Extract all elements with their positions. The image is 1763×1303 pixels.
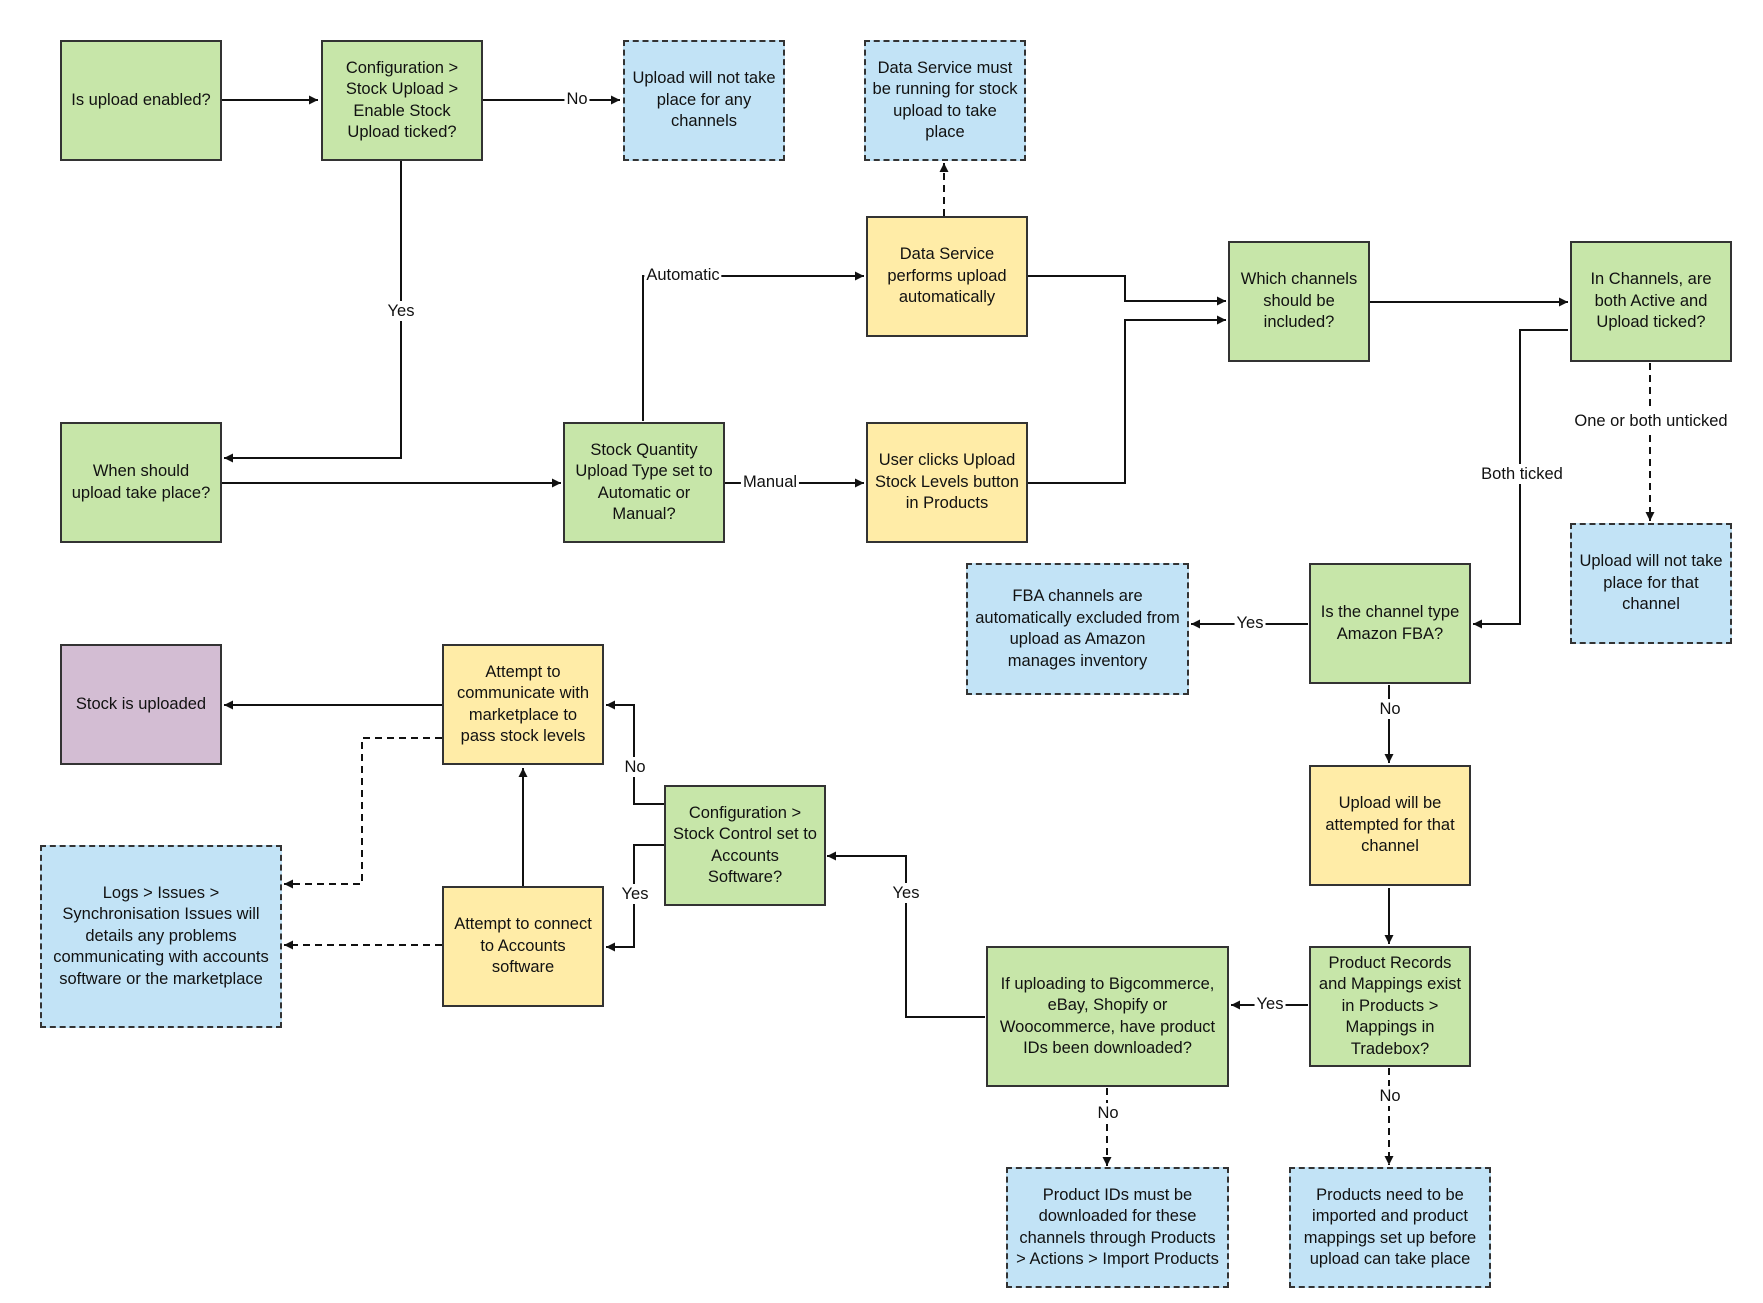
decision-is-upload-enabled: Is upload enabled?: [60, 40, 222, 161]
note-product-ids-must-download: Product IDs must be downloaded for these…: [1006, 1167, 1229, 1288]
edge-label-automatic: Automatic: [644, 265, 722, 285]
note-fba-excluded: FBA channels are automatically excluded …: [966, 563, 1189, 695]
edge-label-yes: Yes: [385, 301, 417, 321]
edge-label-yes-fba: Yes: [1234, 613, 1266, 633]
decision-which-channels: Which channels should be included?: [1228, 241, 1370, 362]
edge-label-manual: Manual: [740, 472, 800, 492]
edge-config-yes-to-when: [224, 161, 402, 463]
edge-label-yes-records: Yes: [1254, 994, 1286, 1014]
edge-label-no-fba: No: [1377, 699, 1403, 719]
edge-label-no-ids: No: [1095, 1103, 1121, 1123]
note-logs-issues: Logs > Issues > Synchronisation Issues w…: [40, 845, 282, 1028]
decision-channels-active-ticked: In Channels, are both Active and Upload …: [1570, 241, 1732, 362]
decision-product-records-exist: Product Records and Mappings exist in Pr…: [1309, 946, 1471, 1067]
action-attempt-connect-accounts: Attempt to connect to Accounts software: [442, 886, 604, 1007]
action-attempt-communicate-marketplace: Attempt to communicate with marketplace …: [442, 644, 604, 765]
edge-label-one-or-both-unticked: One or both unticked: [1572, 411, 1730, 431]
edge-label-yes-accounts: Yes: [619, 884, 651, 904]
edge-label-yes-ids: Yes: [890, 883, 922, 903]
note-no-upload-that-channel: Upload will not take place for that chan…: [1570, 523, 1732, 644]
note-data-service-must-run: Data Service must be running for stock u…: [864, 40, 1026, 161]
note-no-upload-any-channels: Upload will not take place for any chann…: [623, 40, 785, 161]
edge-upload-type-automatic: [642, 271, 864, 421]
edge-label-no-accounts: No: [622, 757, 648, 777]
edge-ids-yes-to-accounts-config: [827, 851, 985, 1018]
decision-enable-stock-upload: Configuration > Stock Upload > Enable St…: [321, 40, 483, 161]
decision-when-upload: When should upload take place?: [60, 422, 222, 543]
end-stock-uploaded: Stock is uploaded: [60, 644, 222, 765]
action-upload-attempted: Upload will be attempted for that channe…: [1309, 765, 1471, 886]
action-data-service-auto: Data Service performs upload automatical…: [866, 216, 1028, 337]
edge-label-no: No: [564, 89, 590, 109]
edge-communicate-to-logs: [284, 737, 442, 889]
edge-label-no-records: No: [1377, 1086, 1403, 1106]
decision-upload-type: Stock Quantity Upload Type set to Automa…: [563, 422, 725, 543]
edge-manual-to-which-channels: [1026, 315, 1226, 484]
action-user-clicks-upload: User clicks Upload Stock Levels button i…: [866, 422, 1028, 543]
decision-is-amazon-fba: Is the channel type Amazon FBA?: [1309, 563, 1471, 684]
decision-product-ids-downloaded: If uploading to Bigcommerce, eBay, Shopi…: [986, 946, 1229, 1087]
decision-accounts-software: Configuration > Stock Control set to Acc…: [664, 785, 826, 906]
edge-accounts-no-to-communicate: [606, 700, 664, 805]
note-products-need-import: Products need to be imported and product…: [1289, 1167, 1491, 1288]
edge-auto-to-which-channels: [1026, 275, 1226, 306]
edge-label-both-ticked: Both ticked: [1479, 464, 1565, 484]
